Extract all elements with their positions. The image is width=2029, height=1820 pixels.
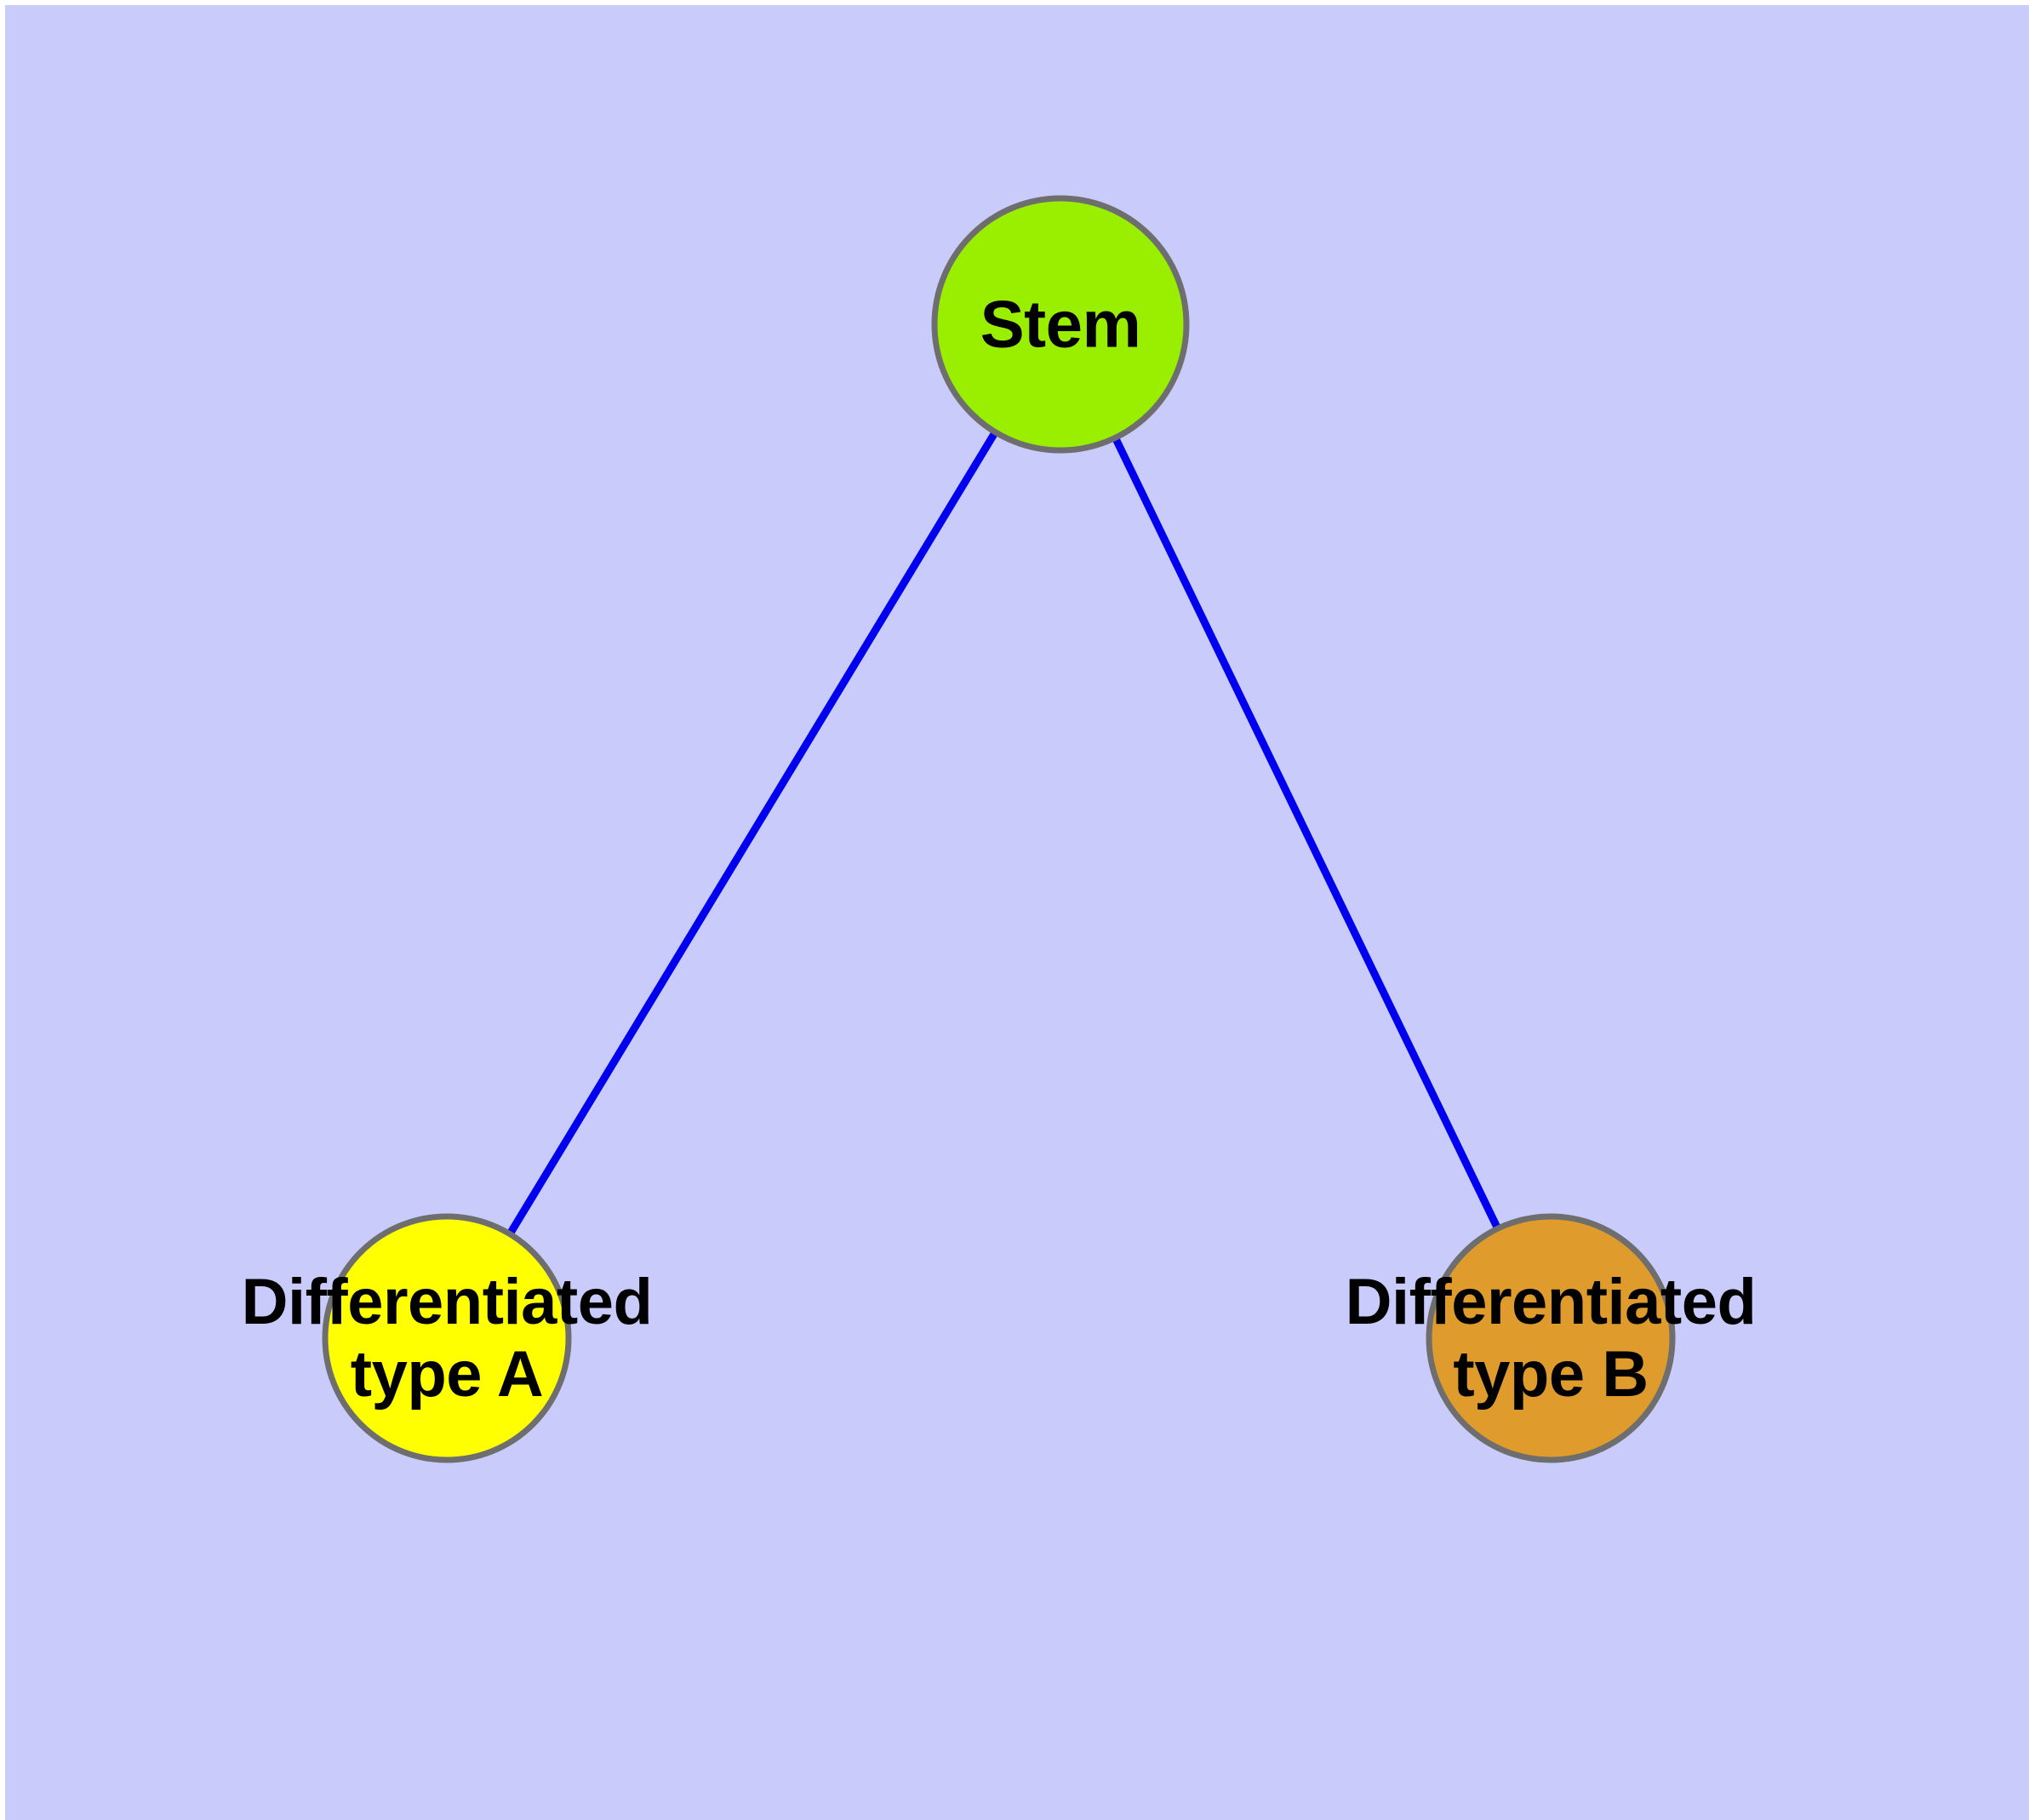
graph-node-stem[interactable] xyxy=(931,195,1190,454)
graph-edge-stem-to-diff-a[interactable] xyxy=(507,431,998,1235)
graph-node-diff-b[interactable] xyxy=(1426,1213,1676,1463)
graph-node-diff-a[interactable] xyxy=(322,1213,572,1463)
nodes-layer xyxy=(322,195,1676,1463)
edges-layer xyxy=(507,431,1500,1235)
graph-edge-stem-to-diff-b[interactable] xyxy=(1112,438,1500,1229)
graph-svg xyxy=(322,195,1676,1463)
